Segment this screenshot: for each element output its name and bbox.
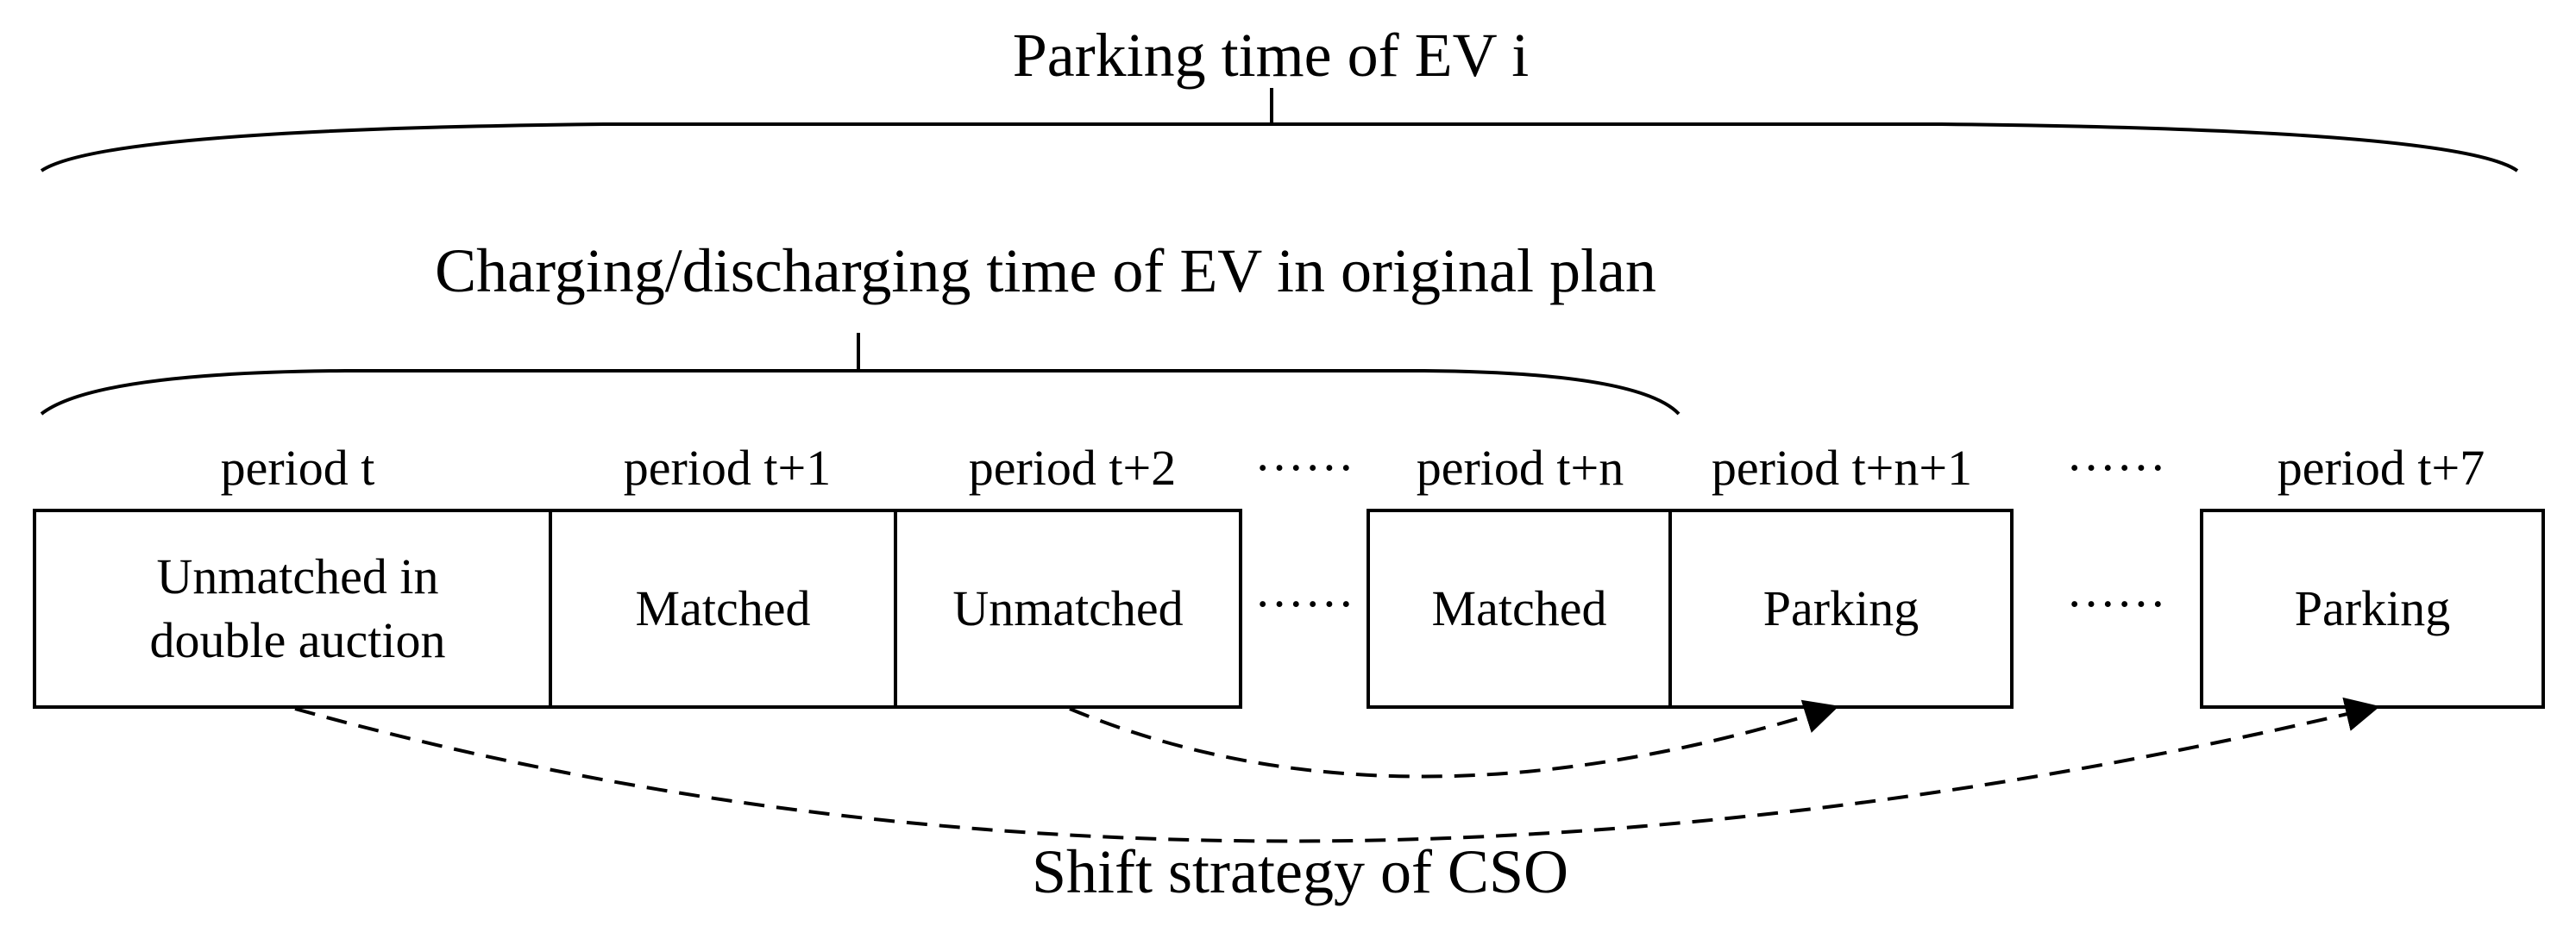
period-label: period t+2	[969, 440, 1177, 496]
box-status-text: Parking	[1763, 580, 1919, 636]
ellipsis: ······	[1254, 576, 1354, 632]
parking-time-label: Parking time of EV i	[1013, 21, 1530, 90]
shift-arrow	[1069, 699, 1839, 779]
period-box	[2200, 509, 2545, 709]
period-label: period t+1	[624, 440, 832, 496]
period-box	[33, 509, 552, 709]
box-status-text: Unmatched	[952, 580, 1183, 636]
parking-time-brace	[40, 122, 2519, 172]
period-box	[549, 509, 897, 709]
shift-arrow	[294, 697, 2380, 843]
box-status-text: double auction	[149, 612, 445, 668]
box-status-text: Matched	[636, 580, 811, 636]
period-label: period t+n+1	[1712, 440, 1972, 496]
period-label: period t	[221, 440, 375, 496]
shift-strategy-label: Shift strategy of CSO	[1032, 837, 1568, 906]
period-label: period t+7	[2278, 440, 2485, 496]
period-box	[894, 509, 1242, 709]
box-status-text: Unmatched in	[157, 548, 439, 604]
plan-time-label: Charging/discharging time of EV in origi…	[435, 236, 1656, 305]
period-label: period t+n	[1417, 440, 1624, 496]
period-box	[1668, 509, 2014, 709]
plan-time-brace	[40, 369, 1681, 416]
box-status-text: Parking	[2295, 580, 2450, 636]
ellipsis: ······	[1254, 440, 1354, 496]
period-box	[1367, 509, 1672, 709]
ellipsis: ······	[2066, 440, 2166, 496]
box-status-text: Matched	[1432, 580, 1607, 636]
ellipsis: ······	[2066, 576, 2166, 632]
